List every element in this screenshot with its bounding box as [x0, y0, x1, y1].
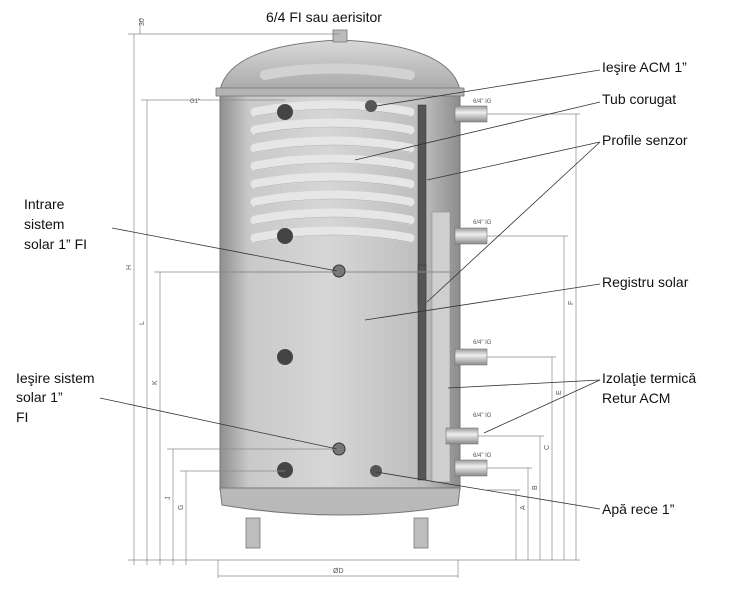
- pipe-acm-out: [454, 105, 488, 123]
- fitting-ig-3: 6/4" IG: [473, 340, 492, 346]
- port-solar-in: [332, 264, 346, 278]
- top-flange: [215, 87, 465, 97]
- dim-K: K: [152, 380, 159, 385]
- fitting-g1: G1": [190, 99, 200, 105]
- fitting-labels: G1" 6/4" IG 6/4" IG 6/4" IG 6/4" IG 6/4"…: [190, 99, 492, 459]
- tank-bottom: [219, 487, 461, 516]
- dim-B: B: [532, 485, 539, 490]
- fitting-ig-1: 6/4" IG: [473, 99, 492, 105]
- insulation-strip: [431, 211, 451, 483]
- dim-H: H: [126, 265, 133, 270]
- label-profile-senzor: Profile senzor: [602, 132, 688, 148]
- dim-A: A: [520, 505, 527, 510]
- fitting-ig-4: 6/4" IG: [473, 413, 492, 419]
- dimension-labels: 30 H L K J G F E C B A ØD: [126, 18, 575, 575]
- dim-G: G: [178, 505, 185, 510]
- pipe-retur-acm: [445, 427, 479, 445]
- label-tub-corugat: Tub corugat: [602, 91, 676, 107]
- port-left-3: [277, 349, 293, 365]
- dim-J: J: [165, 497, 172, 501]
- foot-right: [413, 517, 429, 549]
- label-izolatie: Izolaţie termică: [602, 370, 696, 386]
- foot-left: [245, 517, 261, 549]
- pipe-3: [454, 348, 488, 366]
- port-cold-inner: [370, 465, 382, 477]
- port-left-2: [277, 228, 293, 244]
- dim-E: E: [556, 390, 563, 395]
- dim-top-offset: 30: [139, 18, 146, 26]
- port-left-1: [277, 104, 293, 120]
- top-fitting: [332, 29, 348, 43]
- dim-F: F: [568, 301, 575, 305]
- fitting-ig-5: 6/4" IG: [473, 453, 492, 459]
- corrugated-coil: [250, 63, 415, 243]
- leader-lines: [99, 69, 601, 510]
- sensor-profile-lower: [417, 264, 427, 481]
- label-top-fitting: 6/4 FI sau aerisitor: [266, 9, 382, 25]
- corrugated-coil-outline: [254, 108, 411, 243]
- dim-L: L: [139, 321, 146, 325]
- label-intrare-line2: sistem: [24, 216, 64, 232]
- dimension-lines: [128, 18, 580, 578]
- pipe-2: [454, 227, 488, 245]
- callouts: 6/4 FI sau aerisitor Ieşire ACM 1” Tub c…: [16, 9, 696, 517]
- port-acm-inner: [365, 100, 377, 112]
- port-left-4: [277, 462, 293, 478]
- label-iesire-sistem-line3: FI: [16, 409, 28, 425]
- label-iesire-acm: Ieşire ACM 1”: [602, 59, 687, 75]
- label-registru-solar: Registru solar: [602, 274, 689, 290]
- label-apa-rece: Apă rece 1”: [602, 501, 675, 517]
- pipe-apa-rece: [454, 459, 488, 477]
- pipes: [277, 100, 488, 478]
- label-intrare-line3: solar 1” FI: [24, 236, 87, 252]
- label-iesire-sistem-line2: solar 1”: [16, 389, 63, 405]
- label-intrare-line1: Intrare: [24, 196, 65, 212]
- fitting-ig-2: 6/4" IG: [473, 220, 492, 226]
- dim-diameter: ØD: [333, 568, 344, 575]
- label-iesire-sistem-line1: Ieşire sistem: [16, 370, 95, 386]
- dim-C: C: [544, 445, 551, 450]
- label-retur-acm: Retur ACM: [602, 390, 670, 406]
